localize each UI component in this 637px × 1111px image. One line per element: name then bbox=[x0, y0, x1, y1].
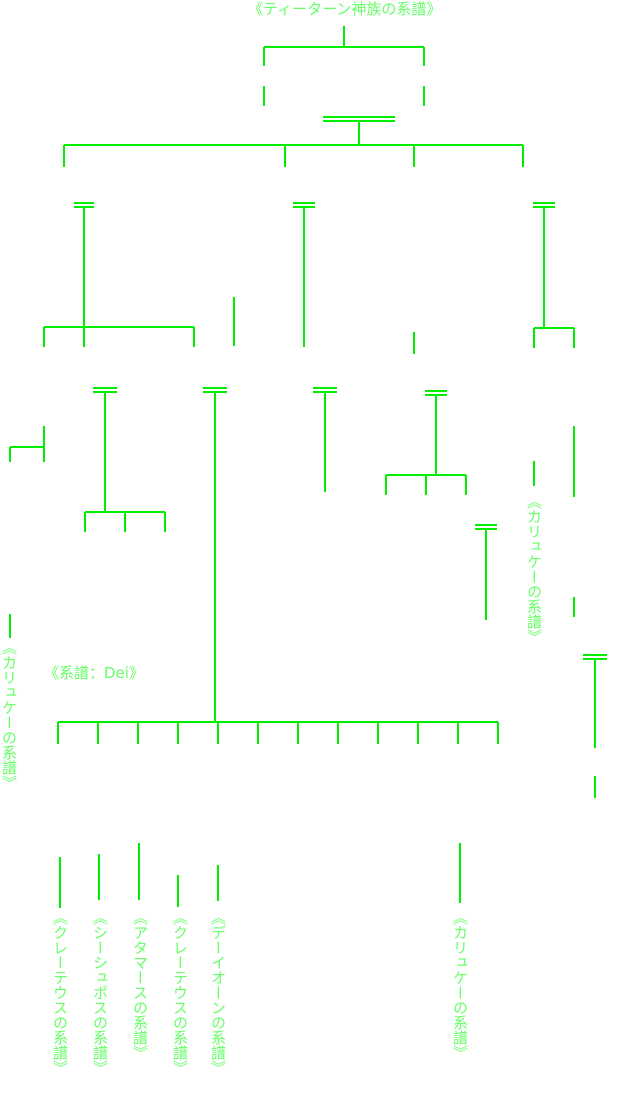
dei-genealogy-label: 《系譜：Dei》 bbox=[44, 664, 144, 682]
deion-genealogy-label: 《デーイオーンの系譜》 bbox=[209, 910, 227, 1075]
sisyphos-genealogy-label: 《シーシュポスの系譜》 bbox=[91, 910, 109, 1075]
kretheus-genealogy-label-2: 《クレーテウスの系譜》 bbox=[171, 910, 189, 1075]
title-label: 《ティーターン神族の系譜》 bbox=[248, 0, 442, 18]
tree-lines bbox=[9, 26, 607, 908]
athamas-genealogy-label: 《アタマースの系譜》 bbox=[131, 910, 149, 1060]
kalyke-genealogy-label-bottom: 《カリュケーの系譜》 bbox=[451, 910, 469, 1060]
kalyke-genealogy-label-left: 《カリュケーの系譜》 bbox=[0, 640, 18, 790]
kalyke-genealogy-label-right: 《カリュケーの系譜》 bbox=[525, 494, 543, 644]
kretheus-genealogy-label-1: 《クレーテウスの系譜》 bbox=[51, 910, 69, 1075]
